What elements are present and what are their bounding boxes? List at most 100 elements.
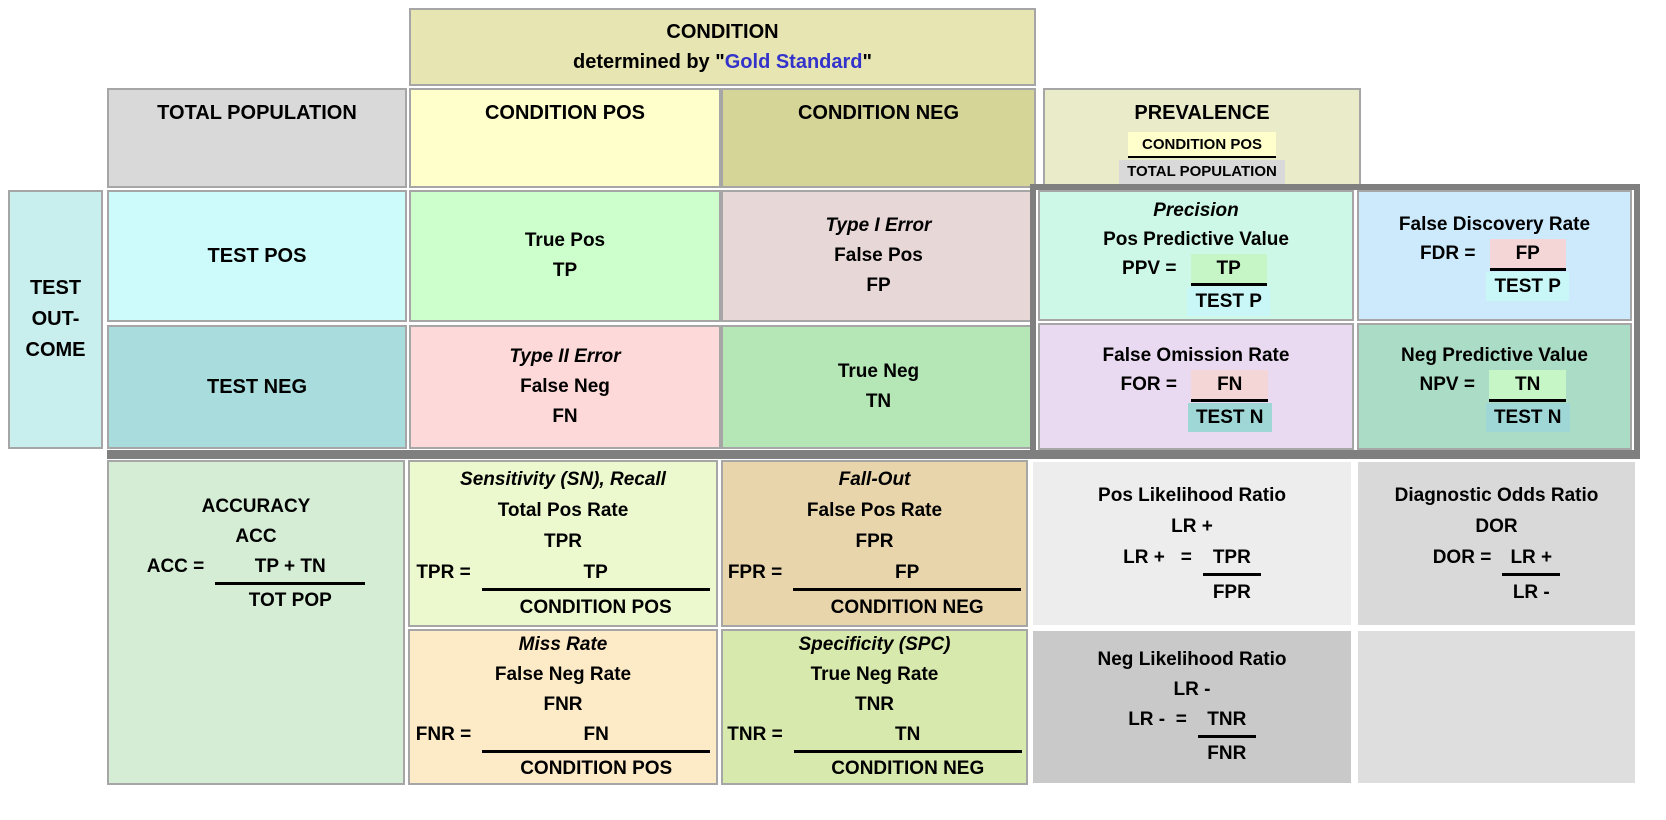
prevalence-denominator: TOTAL POPULATION — [1119, 160, 1285, 184]
miss-rate-label: Miss Rate — [518, 634, 608, 655]
test-neg-row-header: TEST NEG — [107, 325, 407, 449]
fpr-formula: FPR = FP CONDITION NEG — [727, 557, 1022, 623]
lr-pos-abbr: LR + — [1171, 515, 1213, 537]
tnr-eq: TNR = — [727, 724, 783, 745]
for-denominator: TEST N — [1187, 403, 1272, 432]
neg-likelihood-ratio-cell: Neg Likelihood Ratio LR - LR - = TNR FNR — [1031, 629, 1353, 785]
for-name: False Omission Rate — [1102, 345, 1290, 366]
condition-banner-title: CONDITION — [666, 21, 779, 43]
npv-eq: NPV = — [1419, 374, 1475, 395]
lr-neg-denominator: FNR — [1207, 743, 1247, 764]
fpr-denominator: CONDITION NEG — [830, 597, 984, 618]
tpr-denominator: CONDITION POS — [519, 597, 672, 618]
type-1-error-label: Type I Error — [825, 215, 932, 236]
lr-pos-formula: LR + = TPR FPR — [1123, 542, 1261, 608]
tpr-numerator: TP — [481, 557, 710, 591]
fnr-abbr: FNR — [543, 694, 583, 715]
tnr-denominator: CONDITION NEG — [831, 758, 985, 779]
accuracy-cell: ACCURACY ACC ACC = TP + TN TOT POP — [107, 460, 405, 785]
fnr-formula: FNR = FN CONDITION POS — [415, 720, 711, 784]
dor-numerator: LR + — [1502, 542, 1561, 576]
tpr-name: Total Pos Rate — [497, 500, 629, 521]
test-outcome-line2: OUT- — [31, 308, 80, 330]
prevalence-label: PREVALENCE — [1134, 102, 1270, 124]
dor-denominator: LR - — [1512, 581, 1550, 603]
true-neg-name: True Neg — [837, 361, 920, 382]
accuracy-denominator: TOT POP — [248, 590, 332, 611]
condition-pos-label: CONDITION POS — [484, 102, 645, 124]
total-population-label: TOTAL POPULATION — [157, 102, 357, 124]
npv-name: Neg Predictive Value — [1401, 345, 1588, 366]
fnr-denominator: CONDITION POS — [520, 758, 673, 779]
tpr-frac: TP CONDITION POS — [481, 557, 710, 623]
for-numerator: FN — [1191, 370, 1269, 402]
accuracy-frac: TP + TN TOT POP — [215, 552, 366, 616]
npv-denominator: TEST N — [1485, 403, 1570, 432]
subtitle-prefix: determined by " — [572, 51, 725, 73]
tpr-abbr: TPR — [544, 531, 582, 552]
tnr-abbr: TNR — [854, 694, 895, 715]
test-outcome-axis: TEST OUT- COME — [8, 190, 103, 449]
ppv-formula: PPV = TP TEST P — [1122, 253, 1270, 316]
condition-neg-header: CONDITION NEG — [721, 88, 1036, 188]
true-neg-abbr: TN — [865, 391, 892, 412]
accuracy-eq: ACC = — [146, 556, 205, 577]
fdr-formula: FDR = FP TEST P — [1420, 239, 1569, 301]
tnr-name: True Neg Rate — [810, 664, 939, 685]
condition-banner-subtitle: determined by "Gold Standard" — [573, 47, 872, 77]
lr-neg-name: Neg Likelihood Ratio — [1097, 649, 1287, 670]
tpr-cell: Sensitivity (SN), Recall Total Pos Rate … — [408, 460, 718, 627]
false-pos-cell: Type I Error False Pos FP — [721, 190, 1036, 322]
fdr-frac: FP TEST P — [1486, 239, 1569, 301]
test-pos-row-header: TEST POS — [107, 190, 407, 322]
lr-neg-numerator: TNR — [1197, 705, 1256, 738]
true-pos-cell: True Pos TP — [409, 190, 721, 322]
accuracy-formula: ACC = TP + TN TOT POP — [147, 552, 366, 616]
tnr-formula: TNR = TN CONDITION NEG — [727, 720, 1022, 784]
lr-pos-frac: TPR FPR — [1202, 542, 1261, 608]
fnr-numerator: FN — [482, 720, 711, 753]
table-divider-bar — [107, 450, 1640, 459]
ppv-frac: TP TEST P — [1187, 253, 1270, 316]
fpr-abbr: FPR — [855, 531, 894, 552]
gold-standard-link[interactable]: Gold Standard — [724, 51, 863, 73]
fnr-cell: Miss Rate False Neg Rate FNR FNR = FN CO… — [408, 629, 718, 785]
fdr-name: False Discovery Rate — [1398, 214, 1591, 235]
prevalence-numerator: CONDITION POS — [1127, 132, 1276, 158]
true-pos-abbr: TP — [552, 260, 578, 281]
dor-eq: DOR = — [1432, 546, 1492, 568]
dor-abbr: DOR — [1475, 515, 1518, 537]
test-neg-label: TEST NEG — [206, 376, 307, 398]
fnr-name: False Neg Rate — [494, 664, 632, 685]
fnr-eq: FNR = — [415, 724, 472, 745]
lr-pos-name: Pos Likelihood Ratio — [1098, 484, 1286, 506]
fdr-denominator: TEST P — [1486, 272, 1569, 301]
fpr-eq: FPR = — [727, 562, 783, 583]
prevalence-formula: CONDITION POS TOTAL POPULATION — [1119, 132, 1285, 184]
test-outcome-line1: TEST — [29, 277, 82, 299]
npv-frac: TN TEST N — [1485, 370, 1570, 432]
ppv-name: Pos Predictive Value — [1103, 228, 1289, 250]
dor-frac: LR + LR - — [1502, 542, 1561, 608]
tpr-formula: TPR = TP CONDITION POS — [416, 557, 710, 623]
type-2-error-label: Type II Error — [509, 346, 621, 367]
specificity-label: Specificity (SPC) — [798, 634, 951, 655]
accuracy-numerator: TP + TN — [215, 552, 366, 585]
npv-formula: NPV = TN TEST N — [1419, 370, 1570, 432]
lr-neg-abbr: LR - — [1173, 679, 1211, 700]
lr-pos-numerator: TPR — [1202, 542, 1261, 576]
tpr-eq: TPR = — [416, 562, 471, 583]
for-frac: FN TEST N — [1187, 370, 1272, 432]
tnr-numerator: TN — [793, 720, 1022, 753]
fdr-cell: False Discovery Rate FDR = FP TEST P — [1357, 190, 1632, 321]
total-population-header: TOTAL POPULATION — [107, 88, 407, 188]
false-neg-cell: Type II Error False Neg FN — [409, 325, 721, 449]
precision-label: Precision — [1153, 199, 1239, 221]
false-pos-abbr: FP — [866, 275, 891, 296]
ppv-cell: Precision Pos Predictive Value PPV = TP … — [1038, 190, 1354, 321]
for-formula: FOR = FN TEST N — [1120, 370, 1272, 432]
fall-out-label: Fall-Out — [838, 469, 911, 490]
lr-pos-denominator: FPR — [1212, 581, 1251, 603]
condition-banner: CONDITION determined by "Gold Standard" — [409, 8, 1036, 86]
false-pos-name: False Pos — [834, 245, 923, 266]
